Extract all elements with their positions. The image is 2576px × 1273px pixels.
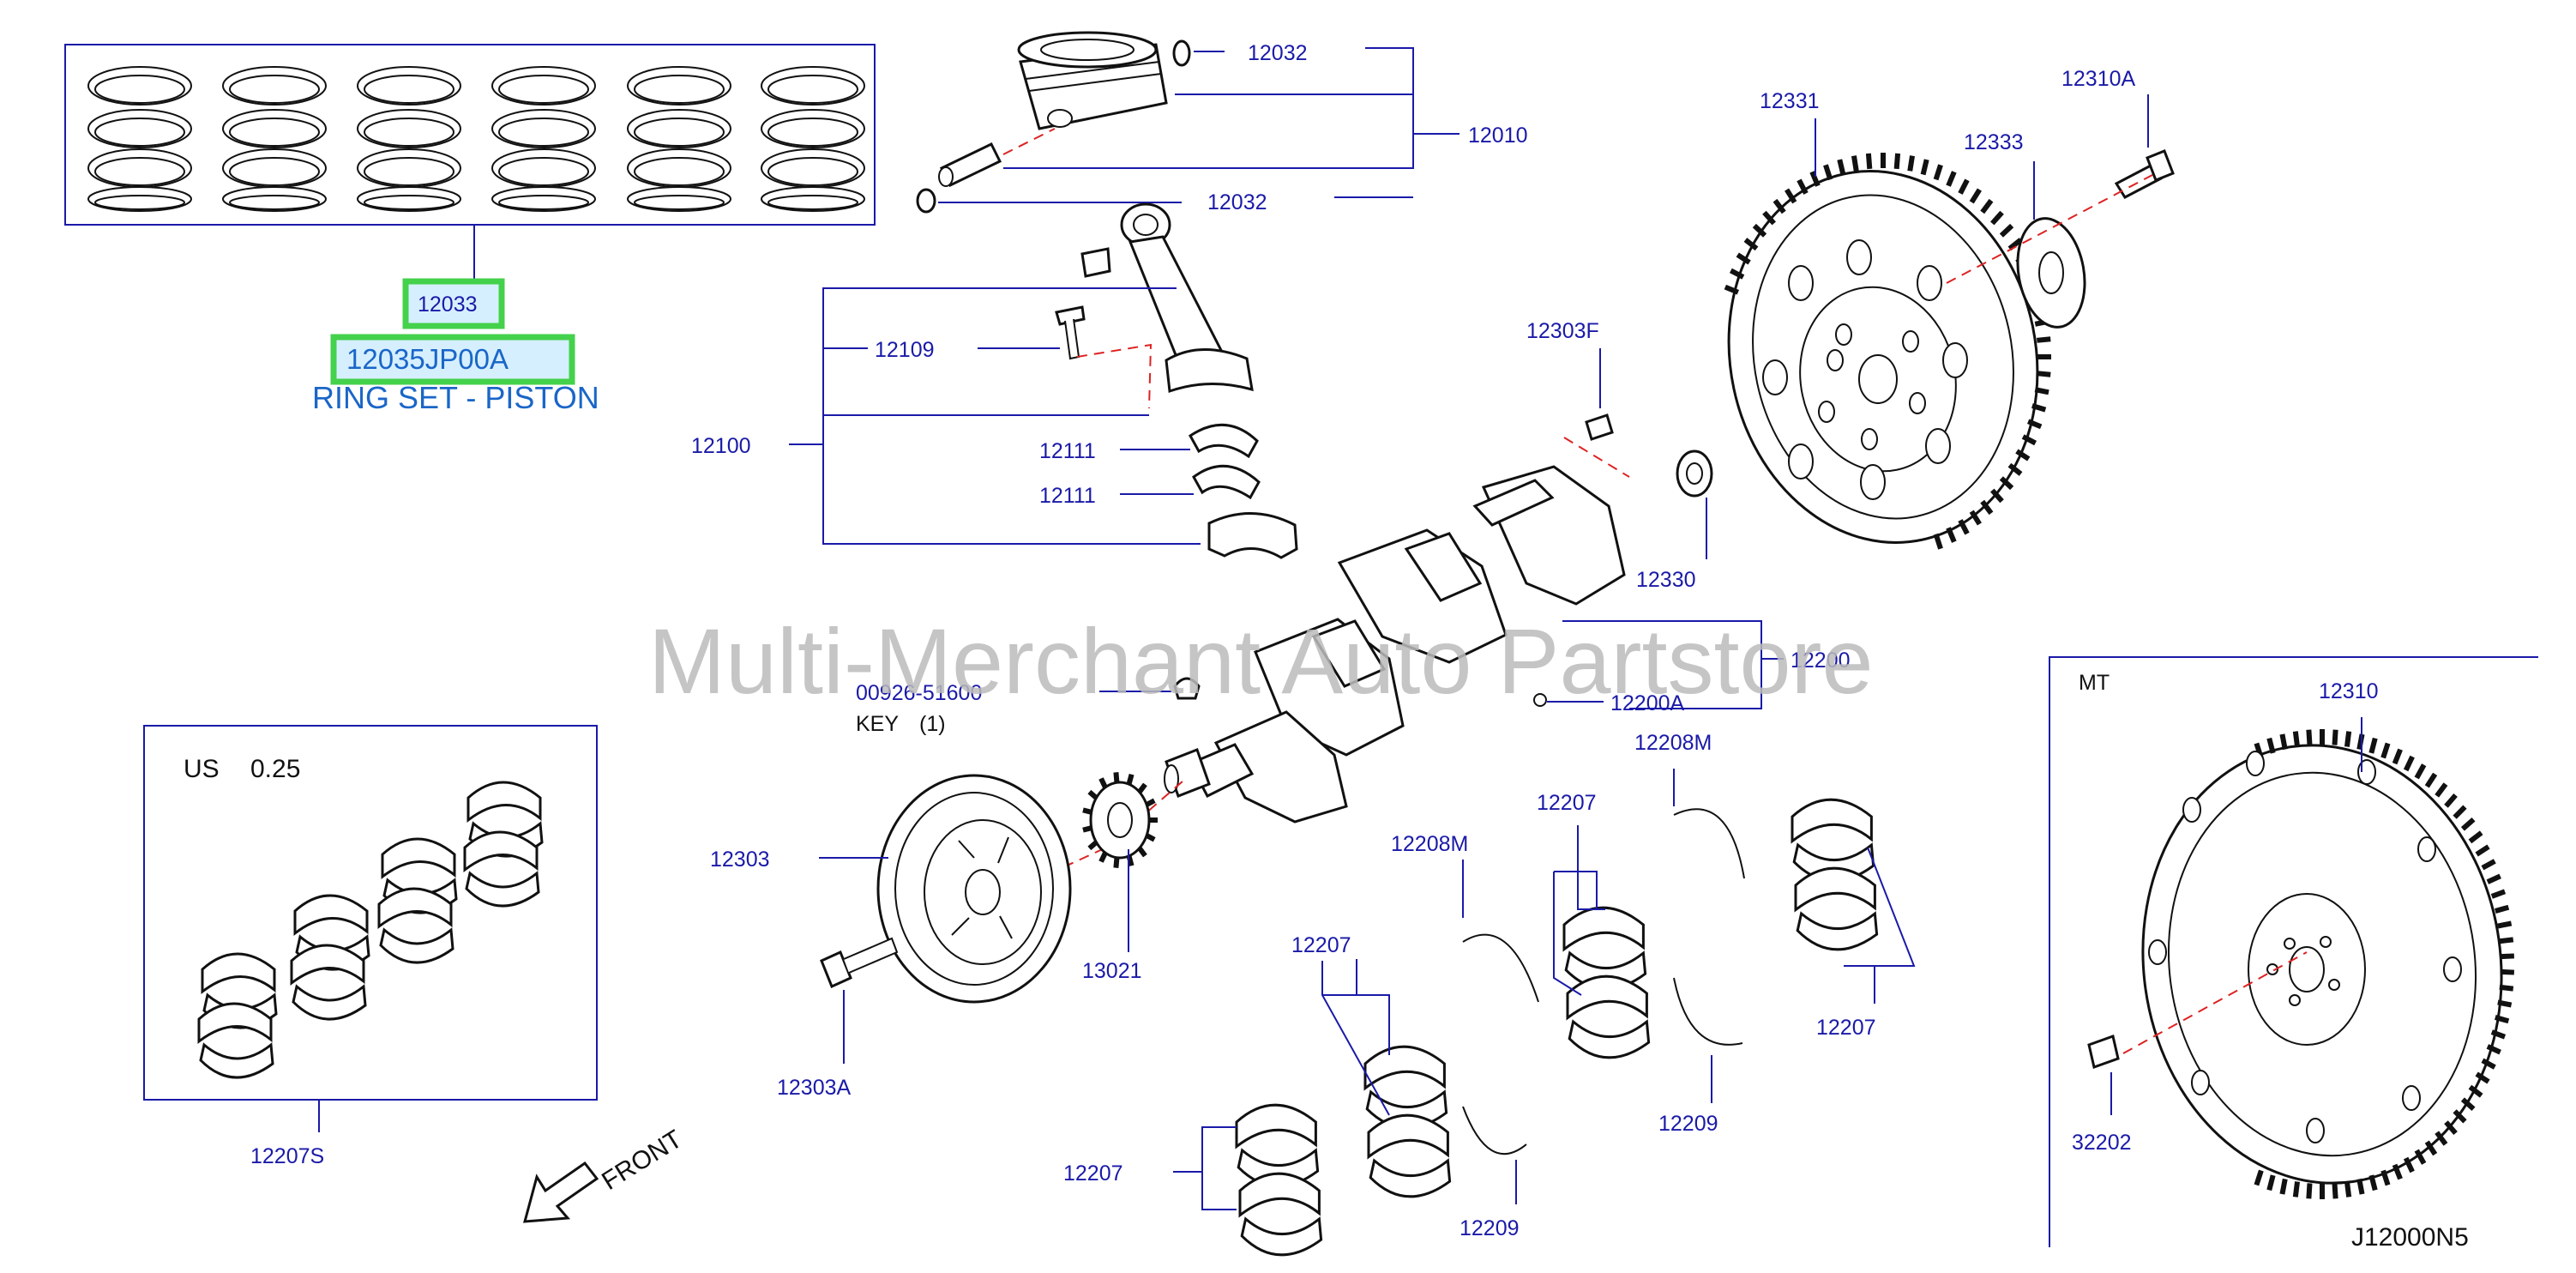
ring-set-part-number: 12035JP00A	[346, 343, 509, 375]
label-main-bearing-d[interactable]: 12207	[1063, 1161, 1123, 1186]
piston-ring-set	[761, 66, 865, 212]
label-conrod-assy[interactable]: 12100	[691, 434, 751, 458]
thrust-washers-illustration	[1462, 808, 1745, 1155]
label-main-bearing-b[interactable]: 12207	[1537, 791, 1597, 815]
bearing-shell	[1566, 974, 1651, 1059]
crank-sprocket-illustration	[1082, 772, 1158, 868]
undersize-value: 0.25	[250, 755, 300, 783]
label-pilot-converter[interactable]: 32202	[2072, 1131, 2132, 1155]
label-key-part[interactable]: 00926-51600	[856, 681, 982, 705]
mt-label: MT	[2079, 671, 2110, 695]
crank-pulley-illustration	[876, 774, 1072, 1004]
label-mt-flywheel[interactable]: 12310	[2319, 679, 2379, 703]
pilot-converter-illustration	[2087, 1035, 2120, 1069]
label-main-bearing-set[interactable]: 12207S	[250, 1144, 324, 1168]
reinforcement-plate-illustration	[2016, 217, 2086, 329]
piston-ring-set	[87, 66, 192, 212]
bearing-shell	[197, 1002, 274, 1079]
watermark: Multi-Merchant Auto Partstore	[648, 609, 1874, 713]
label-key-text: KEY	[856, 712, 899, 736]
label-pilot-bushing[interactable]: 12330	[1636, 568, 1696, 592]
bearing-shell	[463, 830, 540, 908]
bearing-shell	[1238, 1172, 1323, 1257]
label-main-bearing-a[interactable]: 12207	[1291, 933, 1351, 957]
piston-rings-illustration	[87, 66, 865, 212]
label-crank-plug[interactable]: 12200A	[1610, 691, 1685, 715]
flywheel-bolt-illustration	[2114, 149, 2175, 199]
ring-set-group-number: 12033	[418, 293, 478, 317]
piston-illustration	[916, 31, 1191, 214]
piston-ring-set	[357, 66, 461, 212]
bearing-shell	[1794, 866, 1879, 951]
label-reinforcement-plate[interactable]: 12333	[1964, 130, 2024, 154]
label-drive-plate[interactable]: 12331	[1760, 89, 1820, 113]
label-crank-pulley[interactable]: 12303	[710, 848, 770, 872]
crank-plug-illustration	[1533, 693, 1547, 707]
label-flywheel-bolt[interactable]: 12310A	[2061, 67, 2136, 91]
label-piston-clip-top[interactable]: 12032	[1248, 41, 1308, 65]
pilot-bushing-illustration	[1676, 449, 1713, 498]
undersize-label: US	[184, 755, 220, 783]
crankshaft-illustration	[1164, 465, 1626, 824]
undersize-bearings-illustration	[197, 781, 544, 1079]
ring-set-group-highlight[interactable]: 12033	[402, 278, 505, 329]
crank-dowel-illustration	[1585, 413, 1614, 441]
label-pulley-bolt[interactable]: 12303A	[777, 1076, 852, 1100]
key-illustration	[1173, 677, 1201, 700]
main-bearings-illustration	[1235, 798, 1879, 1257]
label-thrust-washer-a[interactable]: 12208M	[1391, 832, 1468, 856]
label-conrod-bearing-upper[interactable]: 12111	[1039, 439, 1096, 463]
label-key-qty: (1)	[919, 712, 946, 736]
label-piston-clip-bottom[interactable]: 12032	[1207, 190, 1267, 214]
label-thrust-washer-c[interactable]: 12209	[1658, 1112, 1718, 1136]
bearing-shell	[290, 944, 367, 1021]
piston-ring-set	[627, 66, 731, 212]
piston-ring-set	[491, 66, 596, 212]
label-crank-dowel[interactable]: 12303F	[1526, 319, 1599, 343]
ring-set-part-highlight[interactable]: 12035JP00A	[330, 334, 575, 385]
ring-set-description: RING SET - PISTON	[312, 380, 599, 415]
label-crank-sprocket[interactable]: 13021	[1082, 959, 1142, 983]
bearing-shell	[1367, 1113, 1452, 1198]
label-piston-assy[interactable]: 12010	[1468, 124, 1528, 148]
label-conrod-bolt[interactable]: 12109	[875, 338, 935, 362]
pulley-bolt-illustration	[820, 937, 899, 989]
bearing-shell	[377, 887, 454, 964]
ring-set-box	[64, 44, 876, 226]
mt-flywheel-illustration	[2141, 729, 2514, 1199]
connecting-rod-illustration	[1055, 202, 1298, 559]
diagram-code: J12000N5	[2351, 1223, 2469, 1252]
front-arrow-icon	[522, 1161, 599, 1223]
drive-plate-illustration	[1724, 153, 2051, 550]
label-thrust-washer-d[interactable]: 12209	[1460, 1216, 1520, 1240]
label-conrod-bearing-lower[interactable]: 12111	[1039, 484, 1096, 508]
label-main-bearing-c[interactable]: 12207	[1816, 1016, 1876, 1040]
label-thrust-washer-b[interactable]: 12208M	[1634, 731, 1712, 755]
front-label: FRONT	[597, 1125, 687, 1196]
mt-box	[2049, 656, 2538, 1247]
label-crankshaft-assy[interactable]: 12200	[1791, 649, 1851, 673]
piston-ring-set	[222, 66, 327, 212]
undersize-bearing-box	[143, 725, 598, 1101]
